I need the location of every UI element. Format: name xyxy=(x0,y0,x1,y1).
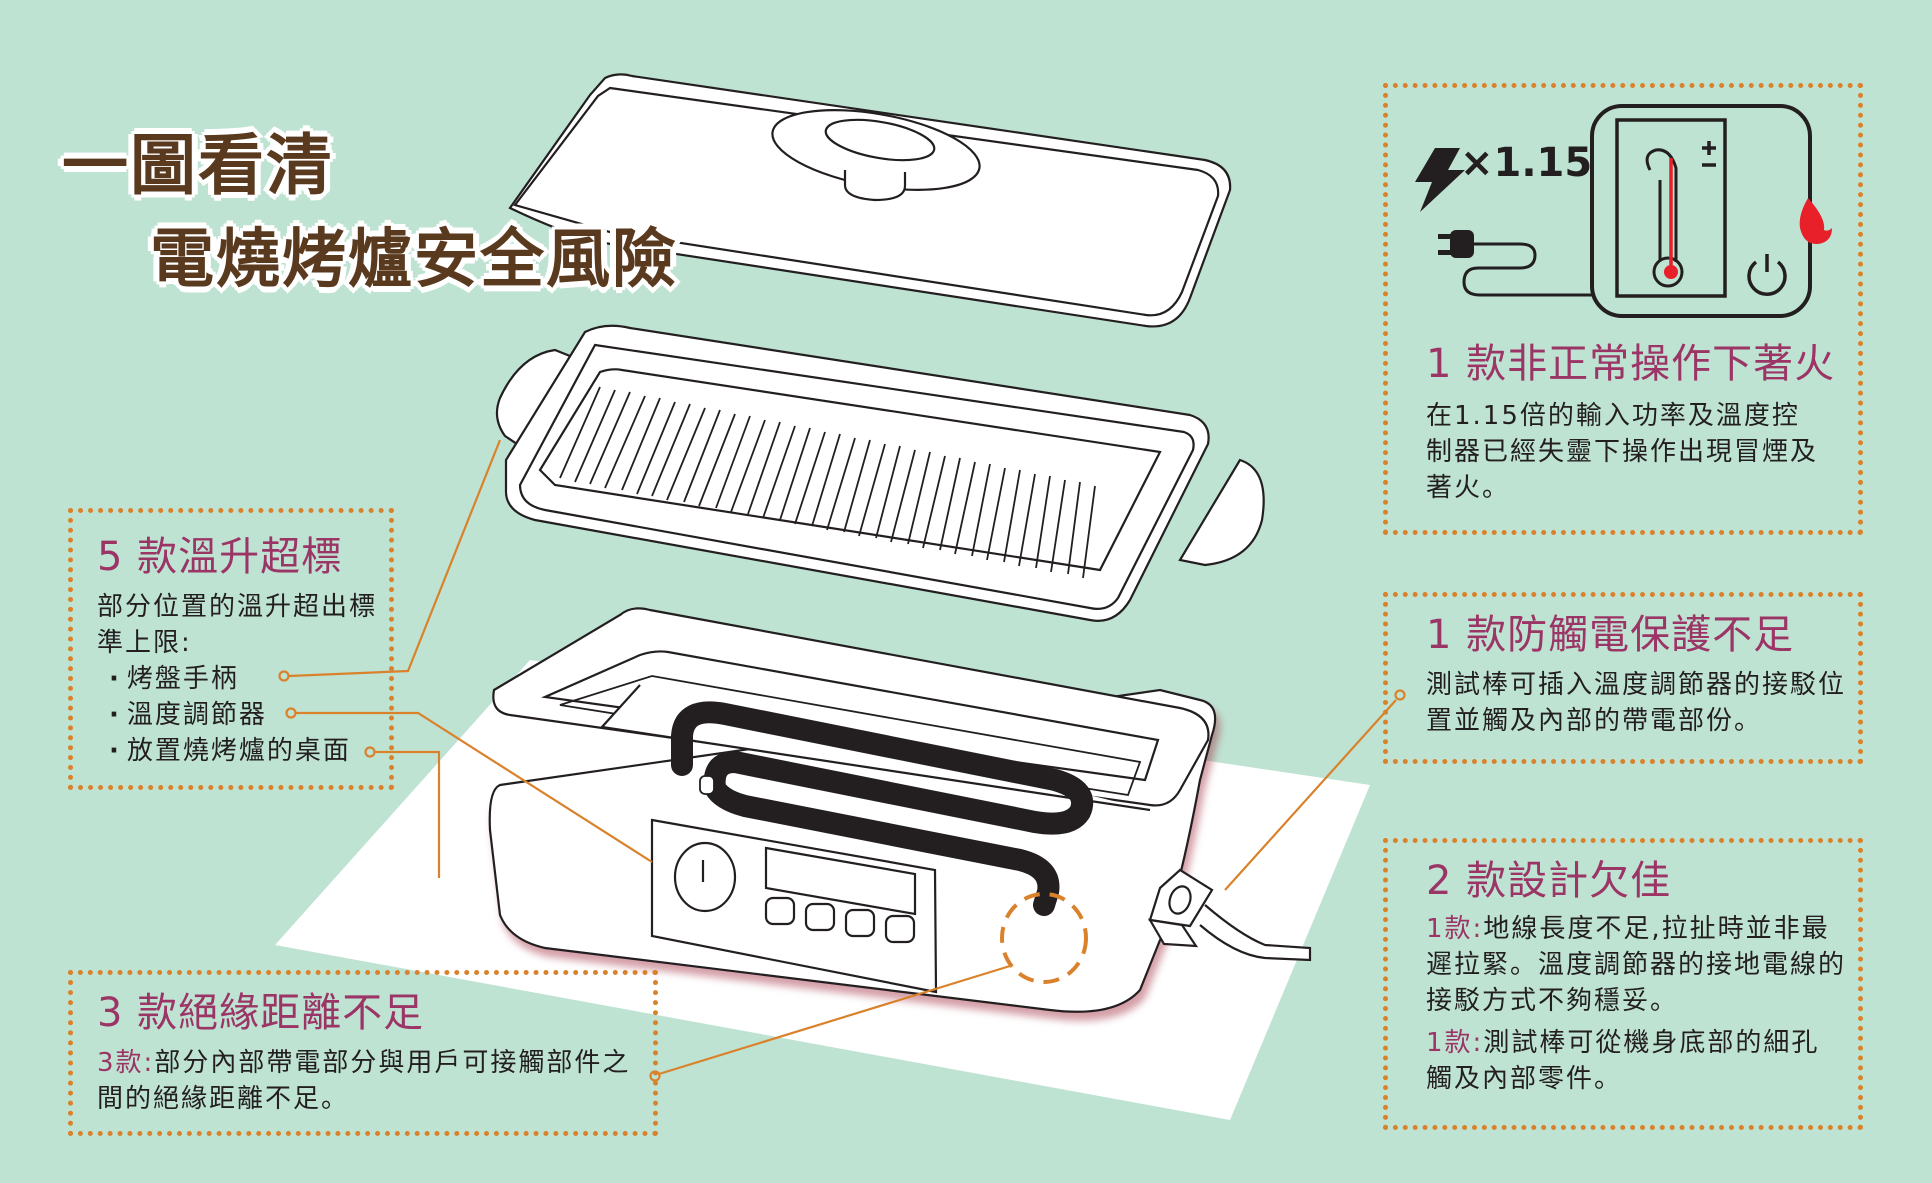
design-entry: 1款:測試棒可從機身底部的細孔觸及內部零件。 xyxy=(1426,1025,1846,1097)
callout-heading: 5 款溫升超標 xyxy=(97,534,343,580)
callout-heading: 1 款防觸電保護不足 xyxy=(1426,612,1795,658)
thermostat-panel xyxy=(1615,118,1727,298)
display-screen xyxy=(764,846,917,916)
count-tag: 1款 xyxy=(1426,1028,1473,1058)
thermostat-probe xyxy=(699,775,715,795)
entry-body: 測試棒可從機身底部的細孔觸及內部零件。 xyxy=(1426,1028,1820,1094)
callout-insulation: 3 款絕緣距離不足 3款:部分內部帶電部分與用戶可接觸部件之間的絕緣距離不足。 xyxy=(68,970,658,1136)
callout-heading: 3 款絕緣距離不足 xyxy=(97,990,425,1036)
callout-body-wrap: 3款:部分內部帶電部分與用戶可接觸部件之間的絕緣距離不足。 xyxy=(97,1045,637,1117)
list-item: 烤盤手柄 xyxy=(109,661,389,697)
grill-ridges xyxy=(559,386,1096,579)
fire-diagram xyxy=(1415,104,1832,318)
list-item: 放置燒烤爐的桌面 xyxy=(109,733,389,769)
power-icon xyxy=(1747,254,1787,296)
lid xyxy=(508,73,1232,328)
power-plug-icon xyxy=(1147,868,1312,962)
callout-design: 2 款設計欠佳 1款:地線長度不足,拉扯時並非最遲拉緊。溫度調節器的接地電線的接… xyxy=(1383,838,1863,1130)
plus-minus-icon xyxy=(1702,141,1716,167)
control-button-2[interactable] xyxy=(804,902,836,932)
control-button-4[interactable] xyxy=(884,914,916,944)
control-panel xyxy=(650,818,938,994)
design-entry: 1款:地線長度不足,拉扯時並非最遲拉緊。溫度調節器的接地電線的接駁方式不夠穩妥。 xyxy=(1426,911,1846,1019)
title-line-2: 電燒烤爐安全風險 xyxy=(150,223,678,297)
callout-shock-protection: 1 款防觸電保護不足 測試棒可插入溫度調節器的接駁位置並觸及內部的帶電部份。 xyxy=(1383,592,1863,764)
callout-body: 在1.15倍的輸入功率及溫度控制器已經失靈下操作出現冒煙及著火。 xyxy=(1426,401,1819,503)
cord-line xyxy=(1462,242,1592,297)
control-button-1[interactable] xyxy=(764,896,796,926)
callout-body: 測試棒可插入溫度調節器的接駁位置並觸及內部的帶電部份。 xyxy=(1426,670,1847,736)
separator: : xyxy=(143,1048,155,1078)
thermostat-icon xyxy=(1645,148,1684,288)
power-multiplier-label: ×1.15 xyxy=(1460,140,1593,186)
vent-hole-highlight xyxy=(1000,892,1088,984)
count-tag: 3款 xyxy=(97,1048,144,1078)
heating-element-icon xyxy=(671,701,1094,916)
callout-temp-rise: 5 款溫升超標 部分位置的溫升超出標準上限: 烤盤手柄 溫度調節器 放置燒烤爐的… xyxy=(68,508,394,790)
plug-icon xyxy=(1438,230,1474,258)
separator: : xyxy=(1472,914,1484,944)
callout-body: 部分位置的溫升超出標準上限: xyxy=(97,592,378,658)
count-tag: 1款 xyxy=(1426,914,1473,944)
title-line-1: 一圖看清 xyxy=(62,127,334,204)
fire-icon xyxy=(1799,198,1832,245)
entry-body: 地線長度不足,拉扯時並非最遲拉緊。溫度調節器的接地電線的接駁方式不夠穩妥。 xyxy=(1426,914,1847,1016)
control-button-3[interactable] xyxy=(844,908,876,938)
grill-plate xyxy=(495,324,1265,622)
separator: : xyxy=(1472,1028,1484,1058)
base xyxy=(488,607,1312,1013)
callout-heading: 2 款設計欠佳 xyxy=(1426,858,1672,904)
temp-rise-list: 烤盤手柄 溫度調節器 放置燒烤爐的桌面 xyxy=(97,661,389,769)
callout-heading: 1 款非正常操作下著火 xyxy=(1426,341,1836,387)
callout-fire: 1 款非正常操作下著火 在1.15倍的輸入功率及溫度控制器已經失靈下操作出現冒煙… xyxy=(1383,83,1863,535)
list-item: 溫度調節器 xyxy=(109,697,389,733)
temperature-dial[interactable] xyxy=(673,841,737,913)
lightning-icon xyxy=(1415,148,1465,212)
callout-body: 部分內部帶電部分與用戶可接觸部件之間的絕緣距離不足。 xyxy=(97,1048,631,1114)
